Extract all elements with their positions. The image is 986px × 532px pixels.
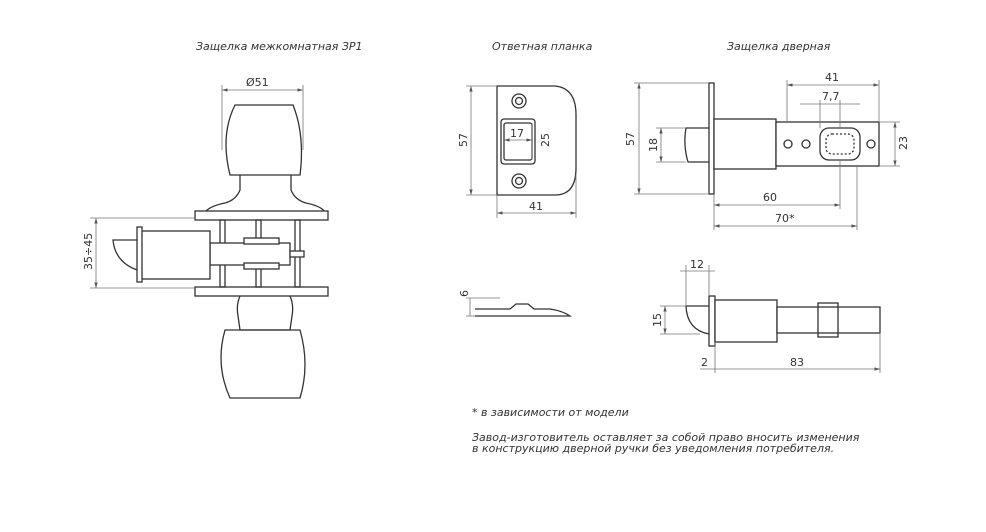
- bolt-length-label: 12: [690, 258, 704, 271]
- footnote: * в зависимости от модели: [472, 406, 629, 419]
- disclaimer-line-2: в конструкцию дверной ручки без уведомле…: [472, 442, 834, 455]
- strike-plate-drawing: Ответная планка 17 25 57 41 6: [457, 40, 593, 317]
- dim-70-label: 70*: [775, 212, 795, 225]
- knob-diameter-label: Ø51: [246, 76, 269, 89]
- dim-7-7-label: 7,7: [822, 90, 840, 103]
- interior-latch-title: Защелка межкомнатная ЗР1: [196, 40, 363, 53]
- dim-41-label: 41: [825, 71, 839, 84]
- plate-height-label: 57: [457, 133, 470, 147]
- plate-thickness-label: 6: [458, 290, 471, 297]
- backset-range-label: 35÷45: [82, 233, 95, 270]
- disclaimer-line-1: Завод-изготовитель оставляет за собой пр…: [472, 431, 860, 444]
- dim-60-label: 60: [763, 191, 777, 204]
- bottom-knob: [220, 329, 306, 399]
- interior-latch-drawing: Защелка межкомнатная ЗР1 Ø51 35÷45: [82, 40, 363, 399]
- strike-plate-title: Ответная планка: [492, 40, 593, 53]
- latch-height-label: 57: [624, 132, 637, 146]
- bolt-height-label: 18: [647, 138, 660, 152]
- dim-83-label: 83: [790, 356, 804, 369]
- door-latch-title: Защелка дверная: [727, 40, 831, 53]
- top-knob: [225, 104, 303, 176]
- hole-height-label: 25: [539, 133, 552, 147]
- hole-width-label: 17: [510, 127, 524, 140]
- bolt-width-label: 15: [651, 313, 664, 327]
- door-latch-drawing: Защелка дверная 57 18 23 41 7,7 60: [624, 40, 910, 373]
- flange-thickness-label: 2: [701, 356, 708, 369]
- body-height-label: 23: [897, 136, 910, 150]
- plate-width-label: 41: [529, 200, 543, 213]
